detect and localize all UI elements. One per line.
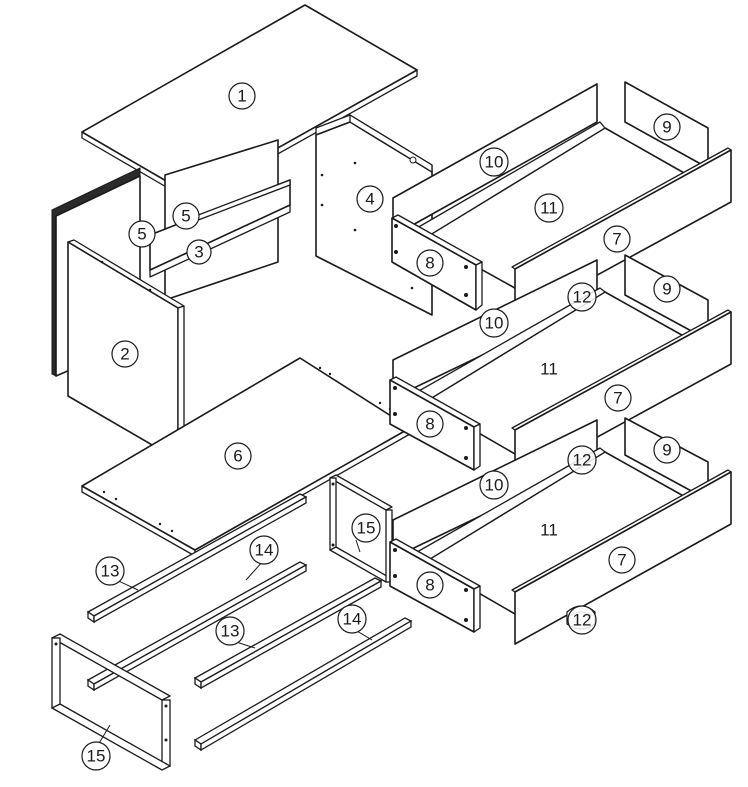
callout-15a-label: 15	[357, 519, 376, 538]
callout-9a: 9	[653, 113, 681, 141]
label-11c: 11	[540, 521, 558, 540]
callout-9c-label: 9	[662, 441, 671, 460]
callout-3: 3	[186, 239, 212, 265]
callout-7c-label: 7	[617, 551, 626, 570]
callout-9b-label: 9	[662, 280, 671, 299]
callout-7c: 7	[608, 546, 636, 574]
callout-5b: 5	[172, 202, 200, 230]
callout-5a-label: 5	[137, 225, 146, 244]
callout-9b: 9	[653, 275, 681, 303]
callout-4-label: 4	[365, 190, 374, 209]
callout-8c-label: 8	[425, 576, 434, 595]
callout-2: 2	[111, 340, 139, 368]
callout-7b-label: 7	[613, 389, 622, 408]
callout-11a-label: 11	[540, 199, 558, 218]
label-11b: 11	[540, 360, 558, 379]
callout-10b: 10	[479, 308, 509, 338]
callout-13b: 13	[215, 616, 245, 646]
callout-8c: 8	[416, 571, 444, 599]
callout-12c: 12	[567, 605, 597, 635]
callout-14a: 14	[249, 535, 279, 565]
part-13-rail-upper	[86, 493, 308, 624]
part-14-rail-lower	[193, 617, 413, 752]
callout-8b: 8	[416, 410, 444, 438]
callout-7a-label: 7	[612, 230, 621, 249]
callout-7a: 7	[603, 225, 631, 253]
callout-9c: 9	[653, 436, 681, 464]
callout-12a: 12	[567, 282, 597, 312]
part-15-frame-left	[51, 633, 171, 771]
part-14-rail-upper	[86, 561, 308, 692]
callout-10c-label: 10	[485, 476, 504, 495]
callout-14b-label: 14	[343, 610, 362, 629]
callout-15b-label: 15	[87, 747, 106, 766]
part-3-cross-rail	[149, 179, 291, 278]
callout-14a-label: 14	[255, 541, 274, 560]
callout-9a-label: 9	[662, 118, 671, 137]
callout-7b: 7	[604, 384, 632, 412]
callout-15b: 15	[81, 741, 111, 771]
callout-5b-label: 5	[181, 207, 190, 226]
callout-5a: 5	[128, 220, 156, 248]
callout-6: 6	[224, 442, 252, 470]
callout-12b-label: 12	[573, 451, 592, 470]
callout-10a-label: 10	[485, 153, 504, 172]
callout-13a: 13	[95, 556, 125, 586]
callout-8a-label: 8	[425, 254, 434, 273]
callout-8b-label: 8	[425, 415, 434, 434]
callout-10a: 10	[479, 147, 509, 177]
callout-10b-label: 10	[485, 314, 504, 333]
callout-3-label: 3	[194, 243, 203, 262]
callout-1: 1	[228, 82, 256, 110]
callout-12a-label: 12	[573, 288, 592, 307]
callout-13a-label: 13	[101, 562, 120, 581]
callout-1-label: 1	[237, 87, 246, 106]
callout-12b: 12	[567, 445, 597, 475]
callout-11a: 11	[534, 193, 564, 223]
callout-13b-label: 13	[221, 622, 240, 641]
part-13-rail-lower	[193, 577, 383, 690]
callout-8a: 8	[416, 249, 444, 277]
callout-6-label: 6	[233, 447, 242, 466]
callout-4: 4	[356, 185, 384, 213]
callout-15a: 15	[351, 513, 381, 543]
callout-10c: 10	[479, 470, 509, 500]
callout-2-label: 2	[120, 345, 129, 364]
callout-12c-label: 12	[573, 611, 592, 630]
callout-14b: 14	[337, 604, 367, 634]
